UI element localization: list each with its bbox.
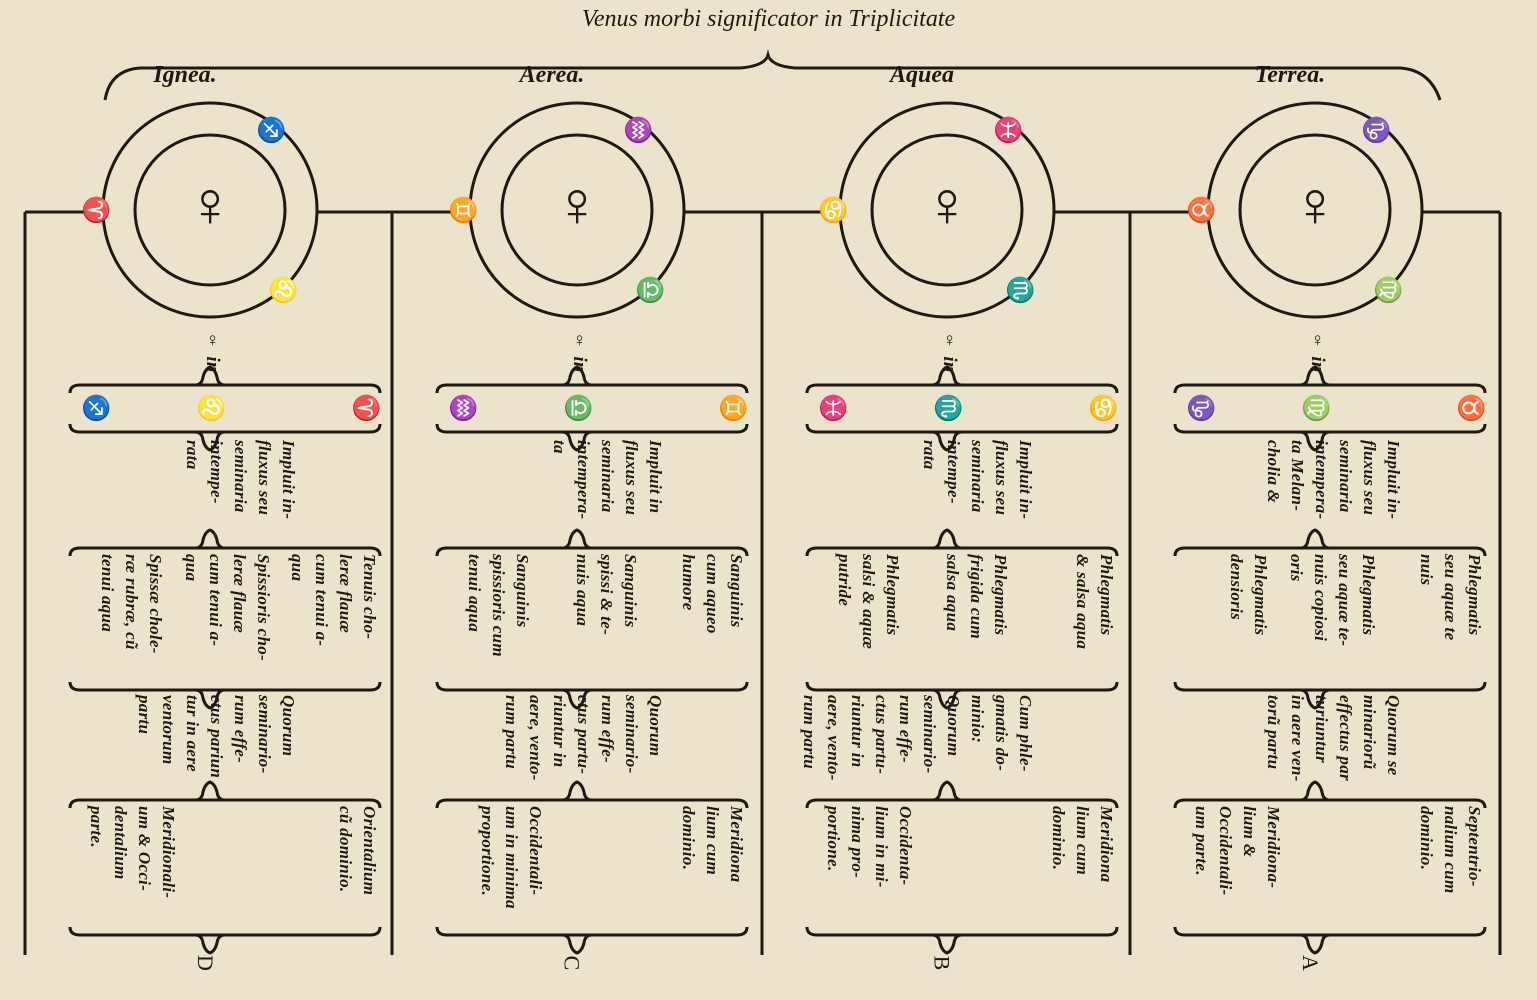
section-letter: B: [929, 955, 955, 971]
curly-brace: [194, 365, 226, 452]
curly-brace: [1299, 528, 1331, 710]
curly-brace: [194, 528, 226, 710]
zodiac-sign-ring: ♉: [1187, 195, 1213, 225]
venus-symbol: ♀: [1291, 169, 1339, 240]
humor-text: Phlegmatis seu aquæ te nuis: [1417, 554, 1484, 641]
column-terrea: Terrea. ♀ ♑ ♉ ♍ ♀ in ♑ ♍ ♉ Impluit in- fluxus seu…: [1130, 0, 1500, 1000]
zodiac-sign-row: ♋: [1089, 393, 1115, 423]
column-title: Aerea.: [519, 62, 585, 88]
outer-circle: [1206, 101, 1424, 319]
curly-brace: [931, 780, 963, 955]
dominion-text: Occidenta- lium in mi- nima pro- portion…: [824, 806, 915, 888]
impluit-text: Impluit in- fluxus seu seminaria intempe…: [1264, 440, 1403, 520]
curly-brace: [561, 365, 593, 452]
outer-circle: [101, 101, 319, 319]
quorum-text: Quorum se minariorũ effectus par turiunt…: [1264, 695, 1403, 782]
humor-text: Phlegmatis densioris: [1227, 554, 1270, 636]
venus-in-header: ♀ in: [1307, 330, 1328, 373]
page-title: Venus morbi significator in Triplicitate: [581, 6, 956, 32]
dominion-text: Meridiona lium cum dominio.: [679, 806, 746, 883]
curly-brace: [561, 780, 593, 955]
inner-circle: [133, 133, 287, 287]
column-ignea: Ignea. ♀ ♐ ♈ ♌ ♀ in ♐ ♌ ♈ Impluit in- fluxus seu …: [25, 0, 395, 1000]
venus-in-header: ♀ in: [569, 330, 590, 373]
zodiac-sign-ring: ♐: [257, 115, 283, 145]
venus-in-header: ♀ in: [202, 330, 223, 373]
zodiac-sign-row: ♊: [719, 393, 745, 423]
curly-brace: [1299, 780, 1331, 955]
zodiac-sign-row: ♎: [564, 393, 590, 423]
dominion-text: Orientalium cũ dominio.: [336, 806, 379, 896]
zodiac-sign-row: ♓: [819, 393, 845, 423]
venus-symbol: ♀: [553, 169, 601, 240]
curly-brace: [561, 528, 593, 710]
inner-circle: [1238, 133, 1392, 287]
zodiac-sign-row: ♐: [82, 393, 108, 423]
zodiac-sign-ring: ♌: [269, 275, 295, 305]
humor-text: Sanguinis cum aqueo humore: [679, 554, 746, 634]
outer-circle: [468, 101, 686, 319]
zodiac-sign-row: ♒: [449, 393, 475, 423]
top-brace: [103, 49, 1442, 101]
quorum-text: Cum phle- gmatis do- minio: Quorum semin…: [800, 695, 1035, 781]
impluit-text: Impluit in- fluxus seu seminaria intempe…: [183, 440, 298, 520]
humor-text: Phlegmatis seu aquæ te- nuis copiosi ori…: [1287, 554, 1378, 647]
impluit-text: Impluit in fluxus seu seminaria intemper…: [550, 440, 665, 520]
humor-text: Spissæ chole- ræ rubræ, cũ tenui aqua: [98, 554, 165, 654]
inner-circle: [870, 133, 1024, 287]
quorum-text: Quorum seminario- rum effe- ctus pariun …: [135, 695, 298, 779]
humor-text: Phlegmatis frigida cum salsa aqua: [943, 554, 1010, 639]
curly-brace: [194, 780, 226, 955]
section-letter: D: [192, 955, 218, 971]
column-aquea: Aquea ♀ ♓ ♋ ♏ ♀ in ♓ ♏ ♋ Impluit in- fluxus seu s…: [762, 0, 1132, 1000]
zodiac-sign-row: ♏: [934, 393, 960, 423]
section-letter: A: [1297, 955, 1323, 971]
zodiac-sign-row: ♈: [352, 393, 378, 423]
dominion-text: Meridionali- um & Occi- dentalium parte.: [87, 806, 178, 899]
dominion-text: Occidentali- um in minima proportione.: [478, 806, 545, 909]
zodiac-sign-ring: ♒: [624, 115, 650, 145]
zodiac-sign-ring: ♑: [1362, 115, 1388, 145]
zodiac-sign-ring: ♊: [449, 195, 475, 225]
section-letter: C: [559, 955, 585, 971]
zodiac-sign-row: ♍: [1302, 393, 1328, 423]
dominion-text: Meridiona- lium & Occidentali- um parte.: [1192, 806, 1283, 896]
humor-text: Sanguinis spissi & te- nuis aqua: [573, 554, 640, 636]
zodiac-sign-ring: ♎: [636, 275, 662, 305]
column-title: Aquea: [889, 62, 954, 88]
zodiac-sign-row: ♌: [197, 393, 223, 423]
venus-symbol: ♀: [186, 169, 234, 240]
outer-circle: [838, 101, 1056, 319]
humor-text: Tenuis cho- leræ flauæ cum tenui a- qua: [288, 554, 379, 647]
humor-text: Spissioris cho- leræ flauæ cum tenui a- …: [182, 554, 273, 661]
zodiac-sign-ring: ♈: [82, 195, 108, 225]
impluit-text: Impluit in- fluxus seu seminaria intempe…: [920, 440, 1035, 520]
humor-text: Phlegmatis & salsa aqua: [1073, 554, 1116, 650]
zodiac-sign-ring: ♏: [1006, 275, 1032, 305]
curly-brace: [1299, 365, 1331, 452]
curly-brace: [931, 365, 963, 452]
column-title: Terrea.: [1254, 62, 1326, 88]
humor-text: Sanguinis spissioris cum tenui aqua: [465, 554, 532, 657]
column-aerea: Aerea. ♀ ♒ ♊ ♎ ♀ in ♒ ♎ ♊ Impluit in fluxus seu s…: [392, 0, 762, 1000]
quorum-text: Quorum seminario- rum effe- ctus partu- …: [502, 695, 665, 781]
humor-text: Phlegmatis salsi & aquæ putride: [835, 554, 902, 650]
dominion-text: Meridiona lium cum dominio.: [1049, 806, 1116, 883]
venus-in-header: ♀ in: [939, 330, 960, 373]
zodiac-sign-ring: ♋: [819, 195, 845, 225]
zodiac-sign-row: ♑: [1187, 393, 1213, 423]
column-title: Ignea.: [153, 62, 217, 88]
curly-brace: [931, 528, 963, 710]
inner-circle: [500, 133, 654, 287]
zodiac-sign-ring: ♓: [994, 115, 1020, 145]
dominion-text: Septentrio- nalium cum dominio.: [1417, 806, 1484, 894]
venus-symbol: ♀: [923, 169, 971, 240]
zodiac-sign-row: ♉: [1457, 393, 1483, 423]
zodiac-sign-ring: ♍: [1374, 275, 1400, 305]
